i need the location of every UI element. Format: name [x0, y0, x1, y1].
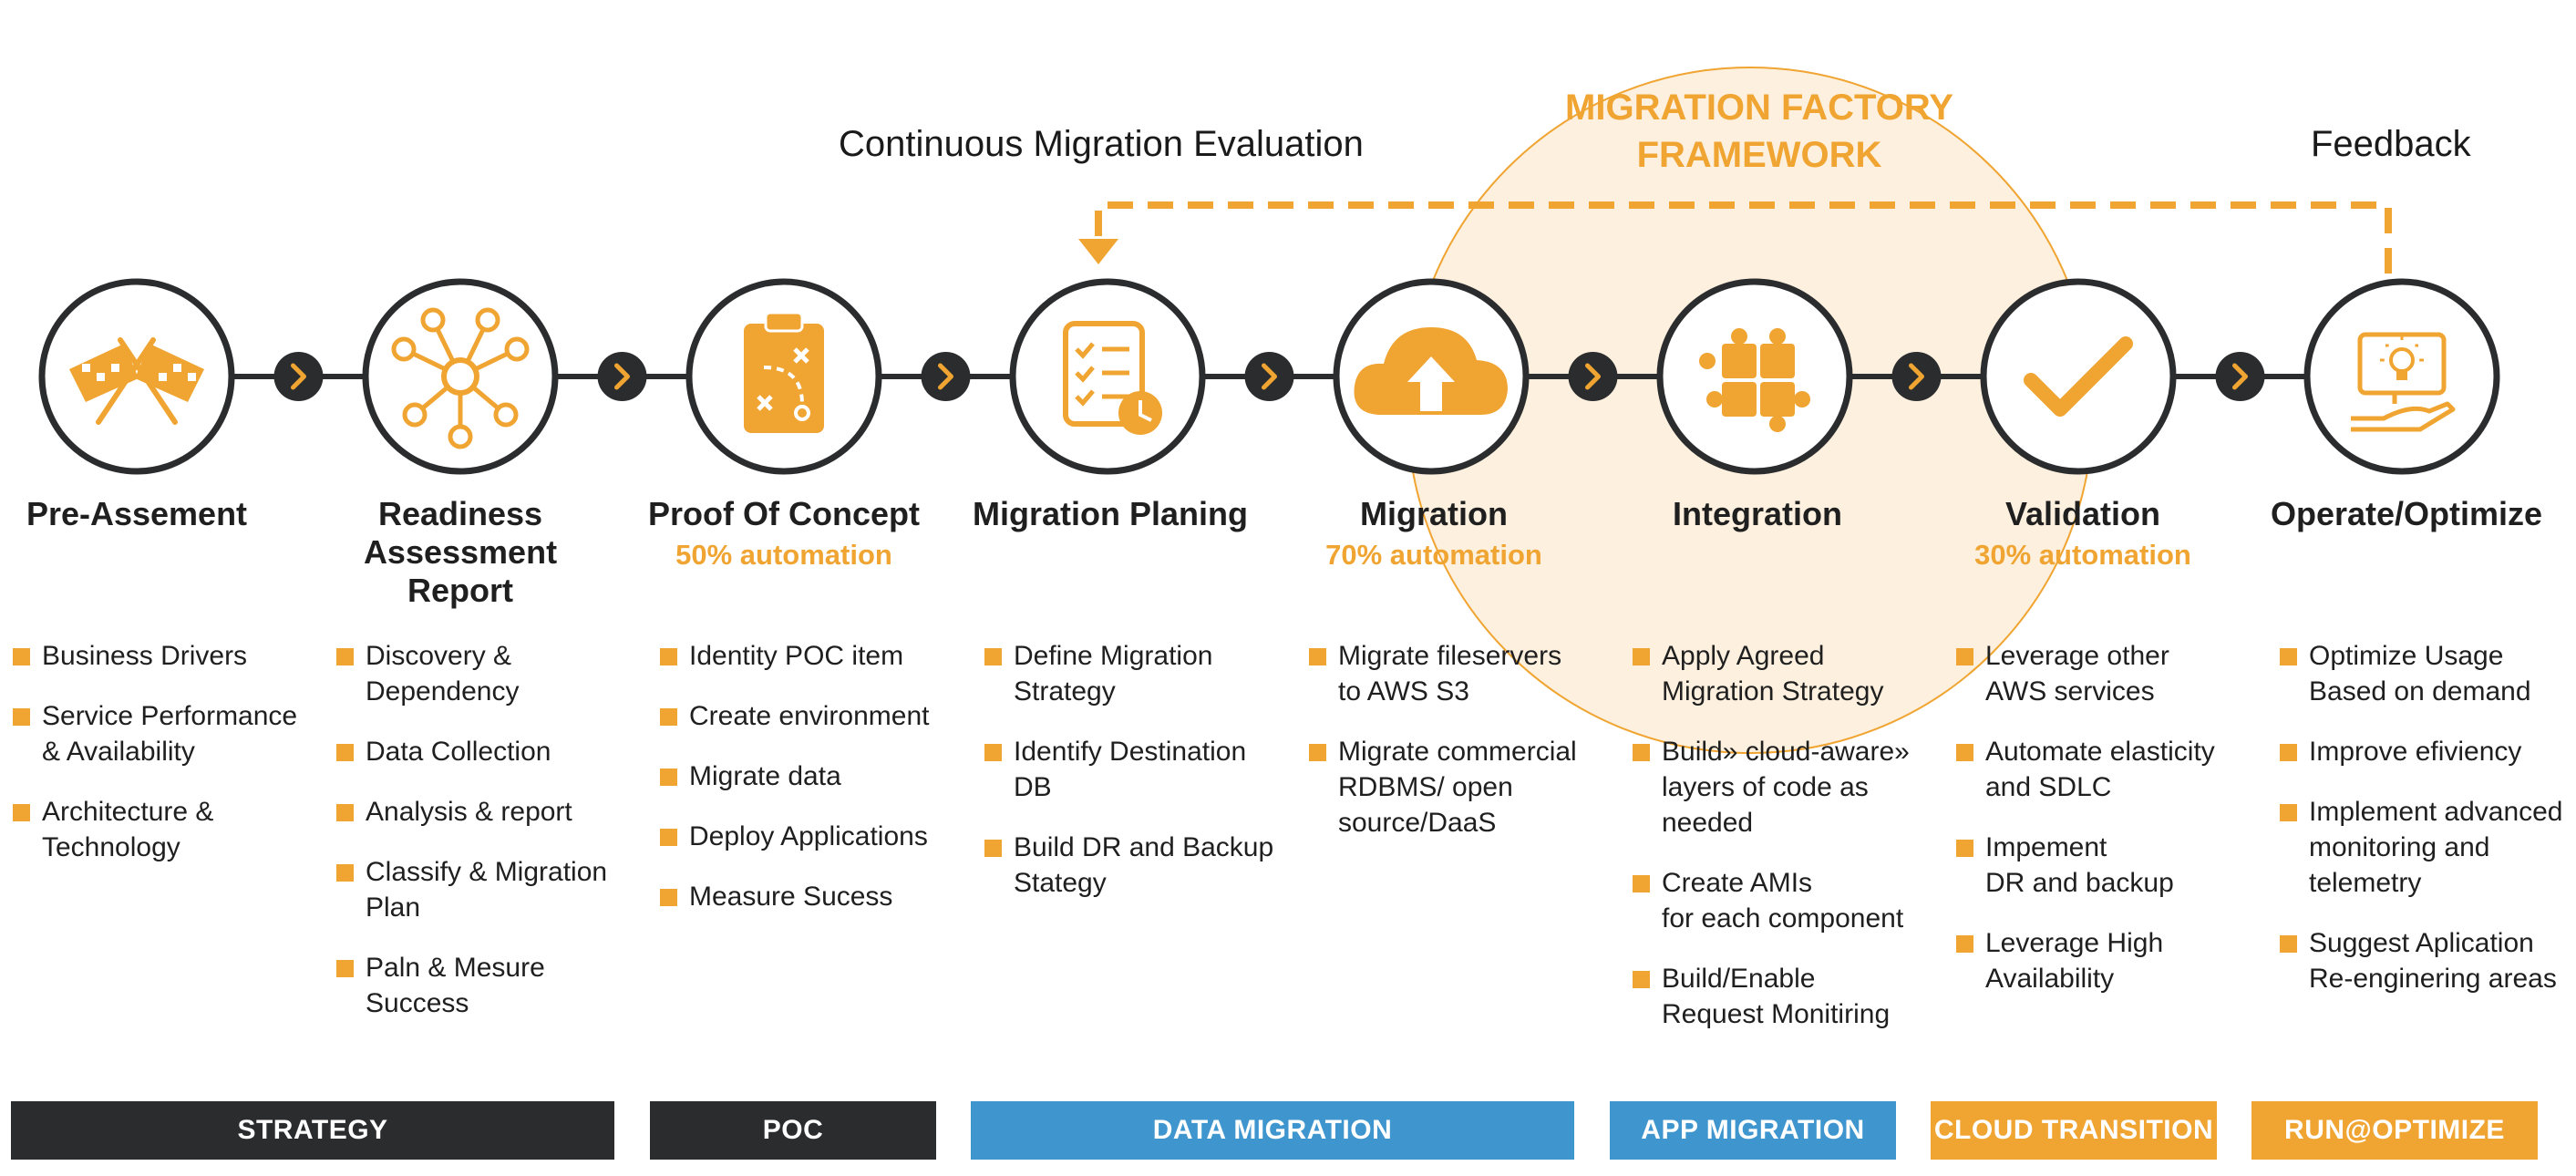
- connector-chevron-icon: [597, 352, 647, 401]
- bullet-item: Analysis & report: [336, 794, 651, 830]
- connector-chevron-icon: [2215, 352, 2265, 401]
- cloud-upload-icon: [1354, 327, 1508, 415]
- checklist-clock-icon: [1063, 321, 1162, 435]
- bullet-item: Implement advanced monitoring and teleme…: [2280, 794, 2576, 901]
- bullet-item: Create AMIs for each component: [1633, 865, 1947, 936]
- phase-bar-cloud-transition: CLOUD TRANSITION: [1931, 1101, 2217, 1160]
- automation-label-migration: 70% automation: [1325, 539, 1542, 571]
- connector-chevron-icon: [1568, 352, 1618, 401]
- stage-title-readiness: Readiness Assessment Report: [363, 495, 558, 609]
- bullet-item: Impement DR and backup: [1956, 830, 2271, 901]
- stage-title-migration: Migration: [1360, 495, 1508, 532]
- phase-bar-data-migration: DATA MIGRATION: [971, 1101, 1574, 1160]
- bullet-item: Discovery & Dependency: [336, 638, 651, 709]
- phase-bar-strategy: STRATEGY: [11, 1101, 614, 1160]
- bullet-item: Leverage High Availability: [1956, 925, 2271, 996]
- bullet-item: Improve efiviency: [2280, 734, 2576, 769]
- bullet-item: Measure Sucess: [660, 879, 974, 914]
- connector-chevron-icon: [1891, 352, 1942, 401]
- bullet-item: Suggest Aplication Re-enginering areas: [2280, 925, 2576, 996]
- stage-title-integration: Integration: [1673, 495, 1842, 532]
- connector-chevron-icon: [921, 352, 971, 401]
- bullet-item: Apply Agreed Migration Strategy: [1633, 638, 1947, 709]
- clipboard-strategy-icon: [744, 311, 824, 433]
- bullet-item: Classify & Migration Plan: [336, 854, 651, 925]
- stage-circle: [362, 278, 559, 475]
- stage-title-pre-assessment: Pre-Assement: [26, 495, 248, 532]
- monitor-idea-icon: [2351, 332, 2456, 432]
- stage-circle: [1009, 278, 1206, 475]
- network-hub-icon: [391, 307, 530, 449]
- bullet-item: Migrate data: [660, 758, 974, 794]
- feedback-loop-arrow: [1095, 201, 2392, 273]
- puzzle-icon: [1699, 328, 1810, 432]
- connector-chevron-icon: [1244, 352, 1294, 401]
- feedback-label: Feedback: [2311, 124, 2471, 164]
- bullet-item: Build DR and Backup Stategy: [984, 830, 1299, 901]
- stage-title-poc: Proof Of Concept: [648, 495, 920, 532]
- bullet-item: Leverage other AWS services: [1956, 638, 2271, 709]
- bullet-item: Create environment: [660, 698, 974, 734]
- checkmark-icon: [2024, 336, 2133, 417]
- bullet-item: Migrate fileservers to AWS S3: [1309, 638, 1623, 709]
- bullet-item: Identify Destination DB: [984, 734, 1299, 805]
- bullet-item: Build» cloud-aware» layers of code as ne…: [1633, 734, 1947, 841]
- bullet-item: Migrate commercial RDBMS/ open source/Da…: [1309, 734, 1623, 841]
- bullet-item: Define Migration Strategy: [984, 638, 1299, 709]
- bullet-list-migration: Migrate fileservers to AWS S3 Migrate com…: [1309, 638, 1623, 865]
- phase-bar-app-migration: APP MIGRATION: [1610, 1101, 1896, 1160]
- connector-chevron-icon: [273, 352, 324, 401]
- continuous-evaluation-label: Continuous Migration Evaluation: [839, 124, 1364, 164]
- bullet-item: Paln & Mesure Success: [336, 950, 651, 1021]
- bullet-item: Deploy Applications: [660, 819, 974, 854]
- stage-circle: [1980, 278, 2177, 475]
- bullet-item: Architecture & Technology: [13, 794, 327, 865]
- stage-title-validation: Validation: [2004, 495, 2161, 532]
- bullet-item: Service Performance & Availability: [13, 698, 327, 769]
- bullet-item: Business Drivers: [13, 638, 327, 674]
- bullet-item: Build/Enable Request Monitiring: [1633, 961, 1947, 1032]
- phase-bar-poc: POC: [650, 1101, 936, 1160]
- feedback-arrowhead: [1078, 239, 1118, 264]
- bullet-item: Automate elasticity and SDLC: [1956, 734, 2271, 805]
- automation-label-validation: 30% automation: [1974, 539, 2191, 571]
- bullet-item: Identity POC item: [660, 638, 974, 674]
- stage-title-operate: Operate/Optimize: [2270, 495, 2543, 532]
- framework-title: MIGRATION FACTORY FRAMEWORK: [1565, 88, 1953, 175]
- bullet-item: Optimize Usage Based on demand: [2280, 638, 2576, 709]
- checkered-flags-icon: [69, 337, 204, 425]
- stage-title-migration-planning: Migration Planing: [973, 495, 1248, 532]
- automation-label-poc: 50% automation: [675, 539, 892, 571]
- phase-bar-run-optimize: RUN@OPTIMIZE: [2251, 1101, 2538, 1160]
- bullet-item: Data Collection: [336, 734, 651, 769]
